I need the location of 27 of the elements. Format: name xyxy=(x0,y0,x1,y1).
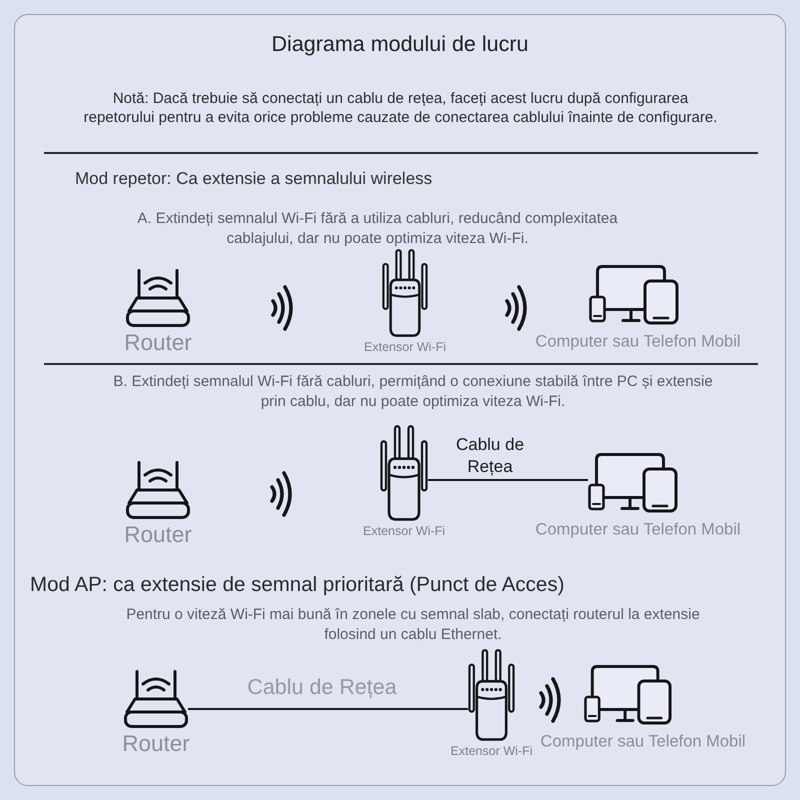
device-caption: Computer sau Telefon Mobil xyxy=(535,520,741,540)
section-heading: Mod AP: ca extensie de semnal prioritară (Punct de Acces) xyxy=(30,572,564,597)
computer-tablet-phone-icon xyxy=(588,453,678,513)
computer-tablet-phone-icon xyxy=(584,665,672,725)
router-icon xyxy=(126,461,190,519)
description-text: A. Extindeți semnalul Wi-Fi fără a utiliza cabluri, reducând complexitatea cablajului, dar nu poate optimiza viteza Wi-Fi. xyxy=(136,209,619,248)
device-caption: Computer sau Telefon Mobil xyxy=(540,732,746,752)
cable-line xyxy=(188,708,468,710)
device-caption: Router xyxy=(122,731,190,757)
description-text: Pentru o viteză Wi-Fi mai bună în zonele cu semnal slab, conectați routerul la extensie folosind un cablu Ethernet. xyxy=(125,605,701,644)
device-caption: Computer sau Telefon Mobil xyxy=(535,332,741,352)
section-heading: Mod repetor: Ca extensie a semnalului wireless xyxy=(75,168,432,189)
device-caption: Extensor Wi-Fi xyxy=(363,524,445,538)
description-text: B. Extindeți semnalul Wi-Fi fără cabluri, permițând o conexiune stabilă între PC și extensie prin cablu, dar nu poate optimiza viteza Wi-Fi. xyxy=(112,372,714,411)
wifi-extender-icon xyxy=(468,649,515,741)
device-caption: Extensor Wi-Fi xyxy=(450,744,532,758)
wifi-extender-icon xyxy=(380,425,428,521)
device-caption: Extensor Wi-Fi xyxy=(364,340,446,354)
diagram-title: Diagrama modului de lucru xyxy=(272,31,528,58)
computer-tablet-phone-icon xyxy=(589,265,679,325)
note-text: Notă: Dacă trebuie să conectați un cablu de rețea, faceți acest lucru după configurarea repetorului pentru a evita orice probleme cauzate de conectarea cablului înainte de configurare. xyxy=(82,90,718,127)
wifi-extender-icon xyxy=(382,249,428,337)
router-icon xyxy=(124,670,188,728)
router-icon xyxy=(126,269,190,327)
cable-line xyxy=(428,479,588,481)
device-caption: Router xyxy=(124,330,192,356)
device-caption: Router xyxy=(124,522,192,548)
